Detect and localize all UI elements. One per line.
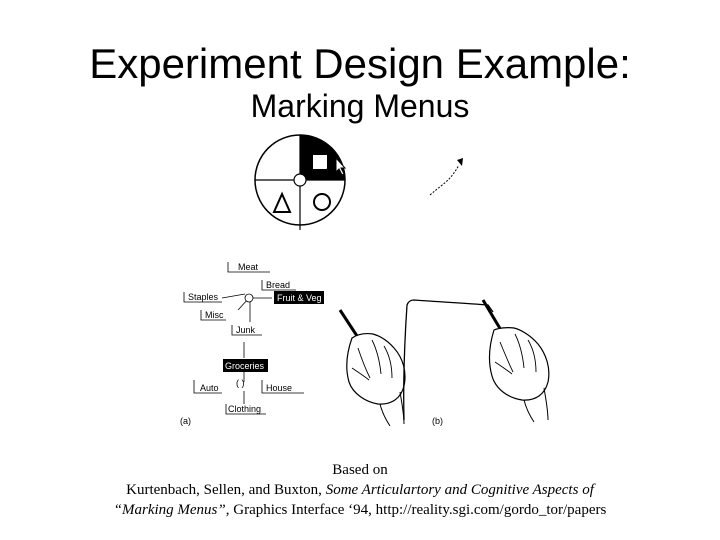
svg-text:(b): (b): [432, 416, 443, 426]
svg-text:Groceries: Groceries: [225, 361, 265, 371]
citation-paper-title: Some Articulartory and Cognitive Aspects…: [325, 482, 594, 498]
citation-based-on: Based on: [332, 462, 388, 478]
menu-item-auto: Auto: [200, 383, 219, 393]
menu-item-meat: Meat: [238, 262, 259, 272]
panel-label-b: (b): [432, 416, 443, 426]
citation-line-1: Based on: [0, 460, 720, 480]
citation-venue-url: , Graphics Interface ‘94, http://reality…: [225, 502, 607, 518]
pen-hand-icon: [481, 299, 550, 423]
menu-item-staples: Staples: [188, 292, 219, 302]
svg-text:( ): ( ): [236, 378, 245, 388]
svg-text:(a): (a): [180, 416, 191, 426]
mark-path: [403, 299, 494, 421]
citation-authors: Kurtenbach, Sellen, and Buxton,: [126, 482, 326, 498]
triangle-icon: [272, 191, 292, 213]
panel-label-a: (a): [180, 416, 191, 426]
citation-line-3: “Marking Menus”, Graphics Interface ‘94,…: [0, 500, 720, 520]
svg-text:Misc: Misc: [205, 310, 224, 320]
svg-text:House: House: [266, 383, 292, 393]
slide-subtitle: Marking Menus: [250, 88, 470, 124]
menu-item-house: House: [266, 383, 292, 393]
menu-item-clothing: Clothing: [228, 404, 261, 414]
svg-text:Meat: Meat: [238, 262, 259, 272]
svg-text:Staples: Staples: [188, 292, 219, 302]
menu-item-groceries: Groceries: [223, 359, 268, 372]
svg-text:Junk: Junk: [236, 325, 256, 335]
menu-item-misc: Misc: [205, 310, 224, 320]
citation-paper-title-end: “Marking Menus”: [113, 502, 226, 518]
pen-hand-icon: [338, 309, 406, 427]
svg-text:Fruit & Veg: Fruit & Veg: [277, 293, 322, 303]
mark-stroke: [429, 158, 463, 196]
cursor-arrow-icon: [335, 156, 347, 176]
svg-text:Auto: Auto: [200, 383, 219, 393]
citation-line-2: Kurtenbach, Sellen, and Buxton, Some Art…: [0, 480, 720, 500]
menu-item-fruit-veg: Fruit & Veg: [274, 291, 324, 304]
pie-menu-icon: [254, 134, 347, 230]
menu-item-junk: Junk: [236, 325, 256, 335]
square-icon: [311, 153, 329, 171]
svg-text:Bread: Bread: [266, 280, 290, 290]
slide-title: Experiment Design Example:: [89, 40, 631, 87]
svg-text:Clothing: Clothing: [228, 404, 261, 414]
hierarchical-menu: ( ): [183, 262, 304, 415]
menu-item-bread: Bread: [266, 280, 290, 290]
circle-icon: [313, 193, 331, 211]
